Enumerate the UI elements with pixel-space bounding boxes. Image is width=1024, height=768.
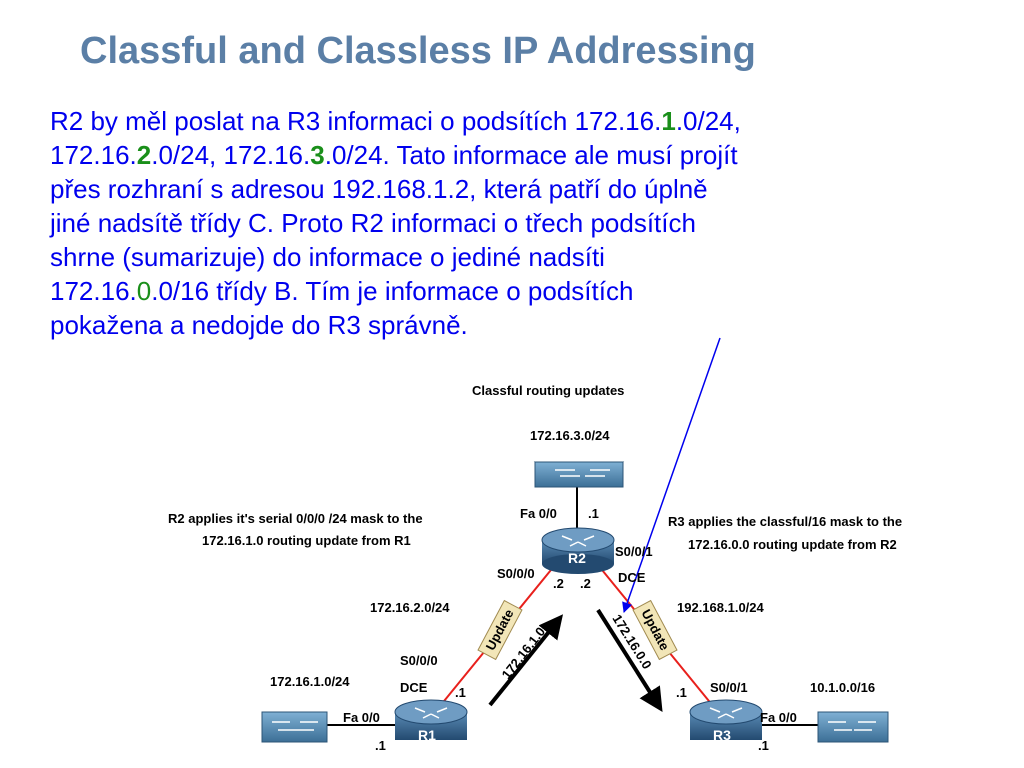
switch-r3-lan <box>817 711 889 743</box>
r1-fa-label: Fa 0/0 <box>343 710 380 725</box>
arrow-r1-to-r2 <box>488 614 564 707</box>
text-line-1a: R2 by měl poslat na R3 informaci o podsí… <box>50 106 662 136</box>
note-right-line-2: 172.16.0.0 routing update from R2 <box>688 537 897 552</box>
r2-name: R2 <box>568 550 586 566</box>
switch-r2-lan <box>533 461 625 488</box>
r2-host-left: .2 <box>553 576 564 591</box>
text-line-2e: .0/24. Tato informace ale musí projít <box>324 140 738 170</box>
text-line-3: přes rozhraní s adresou 192.168.1.2, kte… <box>50 174 708 204</box>
note-left-line-1: R2 applies it's serial 0/0/0 /24 mask to… <box>168 511 423 526</box>
r2-s001-label: S0/0/1 <box>615 544 653 559</box>
note-left-line-2: 172.16.1.0 routing update from R1 <box>202 533 411 548</box>
r1-name: R1 <box>418 727 436 743</box>
r1-lan-label: 172.16.1.0/24 <box>270 674 350 689</box>
router-r3[interactable] <box>689 699 763 740</box>
r2-fa-host: .1 <box>588 506 599 521</box>
r3-s001-label: S0/0/1 <box>710 680 748 695</box>
r2-s000-label: S0/0/0 <box>497 566 535 581</box>
r3-lan-label: 10.1.0.0/16 <box>810 680 875 695</box>
text-line-2a: 172.16. <box>50 140 137 170</box>
r3-serial-host: .1 <box>676 685 687 700</box>
r3-fa-host: .1 <box>758 738 769 753</box>
r1-serial-host: .1 <box>455 685 466 700</box>
net-left-label: 172.16.2.0/24 <box>370 600 450 615</box>
net-right-label: 192.168.1.0/24 <box>677 600 765 615</box>
router-r2[interactable] <box>541 527 615 574</box>
r2-fa-label: Fa 0/0 <box>520 506 557 521</box>
text-line-1b: 1 <box>661 106 676 136</box>
text-line-6b: 0 <box>136 276 152 306</box>
r1-fa-host: .1 <box>375 738 386 753</box>
text-line-2d: 3 <box>310 140 325 170</box>
r1-s000-label: S0/0/0 <box>400 653 438 668</box>
text-line-1c: .0/24, <box>675 106 741 136</box>
r2-dce-label: DCE <box>618 570 646 585</box>
r1-dce-label: DCE <box>400 680 428 695</box>
callout-arrow <box>622 337 721 613</box>
r3-name: R3 <box>713 727 731 743</box>
arrow-r2-to-r3 <box>596 608 663 713</box>
r2-lan-label: 172.16.3.0/24 <box>530 428 610 443</box>
diagram-heading: Classful routing updates <box>472 383 624 398</box>
r2-host-right: .2 <box>580 576 591 591</box>
r3-fa-label: Fa 0/0 <box>760 710 797 725</box>
text-line-6a: 172.16. <box>50 276 137 306</box>
note-right-line-1: R3 applies the classful/16 mask to the <box>668 514 902 529</box>
text-line-2c: .0/24, 172.16. <box>151 140 311 170</box>
slide-title: Classful and Classless IP Addressing <box>80 30 756 72</box>
router-r1[interactable] <box>394 699 468 740</box>
switch-r1-lan <box>261 711 328 743</box>
body-text: R2 by měl poslat na R3 informaci o podsí… <box>50 104 980 342</box>
text-line-2b: 2 <box>136 140 152 170</box>
text-line-6c: .0/16 třídy B. Tím je informace o podsít… <box>151 276 634 306</box>
text-line-4: jiné nadsítě třídy C. Proto R2 informaci… <box>50 208 696 238</box>
text-line-5: shrne (sumarizuje) do informace o jediné… <box>50 242 605 272</box>
text-line-7: pokažena a nedojde do R3 správně. <box>50 310 468 340</box>
